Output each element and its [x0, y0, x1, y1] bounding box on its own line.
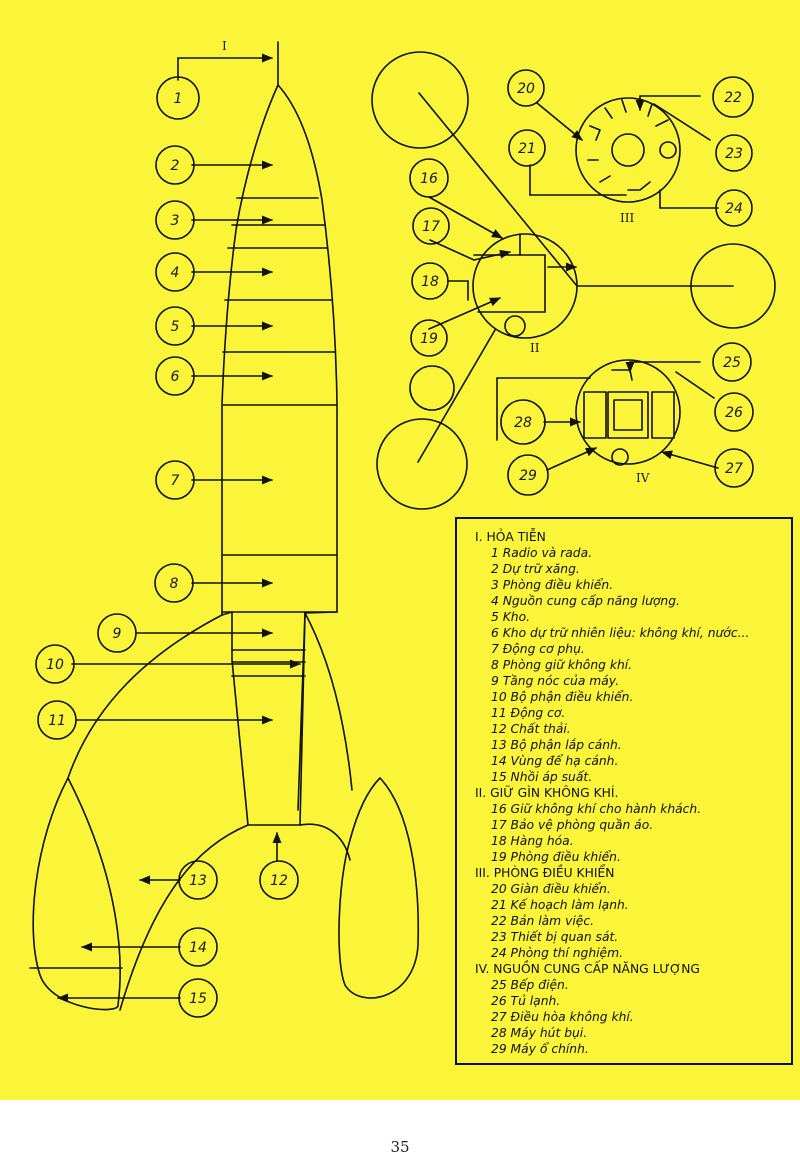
- callout-22: 22: [724, 90, 742, 106]
- legend-item: 22 Bản làm việc.: [491, 914, 594, 928]
- callout-2: 2: [171, 158, 180, 174]
- callout-26: 26: [725, 405, 743, 421]
- callout-20: 20: [517, 81, 535, 97]
- callout-5: 5: [171, 319, 180, 335]
- legend-item: 23 Thiết bị quan sát.: [491, 930, 619, 944]
- legend-item: 10 Bộ phận điều khiển.: [491, 690, 634, 704]
- callout-7: 7: [171, 473, 180, 489]
- callout-16: 16: [420, 171, 438, 187]
- callout-19: 19: [420, 331, 438, 347]
- legend-item: 29 Máy ổ chính.: [491, 1042, 589, 1056]
- callout-6: 6: [171, 369, 180, 385]
- legend-item: 26 Tủ lạnh.: [491, 994, 561, 1008]
- legend-item: 2 Dự trữ xăng.: [491, 562, 580, 576]
- callout-9: 9: [113, 626, 122, 642]
- callout-12: 12: [270, 873, 288, 889]
- legend-item: 3 Phòng điều khiển.: [491, 578, 614, 592]
- legend-item: 24 Phòng thí nghiệm.: [491, 946, 623, 960]
- callout-28: 28: [514, 415, 532, 431]
- page-number: 35: [390, 1138, 410, 1156]
- yellow-page-background: [0, 0, 800, 1100]
- legend-item: 14 Vùng để hạ cánh.: [491, 754, 619, 768]
- marker-iii: III: [620, 211, 634, 225]
- callout-10: 10: [46, 657, 64, 673]
- legend-item: 9 Tầng nóc của máy.: [491, 674, 620, 688]
- air-module-ii: [371, 51, 776, 510]
- legend-item: 5 Kho.: [491, 610, 531, 624]
- legend-section: III. PHÒNG ĐIỀU KHIỂN 20 Giàn điều khiển…: [475, 865, 783, 961]
- callout-15: 15: [189, 991, 207, 1007]
- callout-13: 13: [189, 873, 207, 889]
- legend-item: 1 Radio và rada.: [491, 546, 593, 560]
- callout-21: 21: [518, 141, 536, 157]
- section-title: IV. NGUỒN CUNG CẤP NĂNG LƯỢNG: [475, 962, 700, 976]
- legend-section: I. HỎA TIỄN 1 Radio và rada. 2 Dự trữ xă…: [475, 529, 783, 785]
- callout-8: 8: [170, 576, 179, 592]
- legend-item: 8 Phòng giữ không khí.: [491, 658, 633, 672]
- legend-item: 28 Máy hút bụi.: [491, 1026, 588, 1040]
- callout-25: 25: [723, 355, 741, 371]
- legend-item: 27 Điều hòa không khí.: [491, 1010, 634, 1024]
- legend-item: 11 Động cơ.: [491, 706, 566, 720]
- section-title: I. HỎA TIỄN: [475, 530, 546, 544]
- legend-item: 25 Bếp điện.: [491, 978, 569, 992]
- legend-item: 20 Giàn điều khiển.: [491, 882, 611, 896]
- legend-item: 13 Bộ phận lắp cánh.: [491, 738, 622, 752]
- marker-i: I: [222, 39, 227, 53]
- callout-24: 24: [725, 201, 743, 217]
- callout-27: 27: [725, 461, 743, 477]
- callout-4: 4: [171, 265, 180, 281]
- energy-module-iv: [575, 359, 681, 466]
- callout-23: 23: [725, 146, 743, 162]
- legend-item: 16 Giữ không khí cho hành khách.: [491, 802, 702, 816]
- section-title: II. GIỮ GÌN KHÔNG KHÍ.: [475, 786, 619, 800]
- callout-11: 11: [48, 713, 66, 729]
- marker-iv: IV: [636, 471, 650, 485]
- legend-item: 4 Nguồn cung cấp năng lượng.: [491, 594, 680, 608]
- legend-item: 18 Hàng hóa.: [491, 834, 574, 848]
- legend-item: 15 Nhồi áp suất.: [491, 770, 593, 784]
- callout-3: 3: [171, 213, 180, 229]
- callout-14: 14: [189, 940, 207, 956]
- legend-item: 7 Động cơ phụ.: [491, 642, 585, 656]
- control-room-iii: [575, 97, 681, 203]
- legend-item: 17 Bảo vệ phòng quần áo.: [491, 818, 654, 832]
- rocket-diagram: 1 2 3 4 5 6 7 8 9 10 11 12 13 14 15 16 1…: [29, 39, 776, 1018]
- callout-17: 17: [422, 219, 440, 235]
- callout-18: 18: [421, 274, 439, 290]
- section-title: III. PHÒNG ĐIỀU KHIỂN: [475, 866, 615, 880]
- rocket-body: [29, 41, 420, 1011]
- legend-section: IV. NGUỒN CUNG CẤP NĂNG LƯỢNG 25 Bếp điệ…: [475, 961, 783, 1057]
- callout-29: 29: [519, 468, 537, 484]
- legend-item: 21 Kế hoạch làm lạnh.: [491, 898, 629, 912]
- callout-1: 1: [174, 91, 183, 107]
- marker-ii: II: [530, 341, 540, 355]
- legend-item: 19 Phòng điều khiển.: [491, 850, 621, 864]
- legend-box: I. HỎA TIỄN 1 Radio và rada. 2 Dự trữ xă…: [455, 517, 793, 1065]
- legend-item: 12 Chất thải.: [491, 722, 571, 736]
- legend-section: II. GIỮ GÌN KHÔNG KHÍ. 16 Giữ không khí …: [475, 785, 783, 865]
- legend-item: 6 Kho dự trữ nhiên liệu: không khí, nước…: [491, 626, 750, 640]
